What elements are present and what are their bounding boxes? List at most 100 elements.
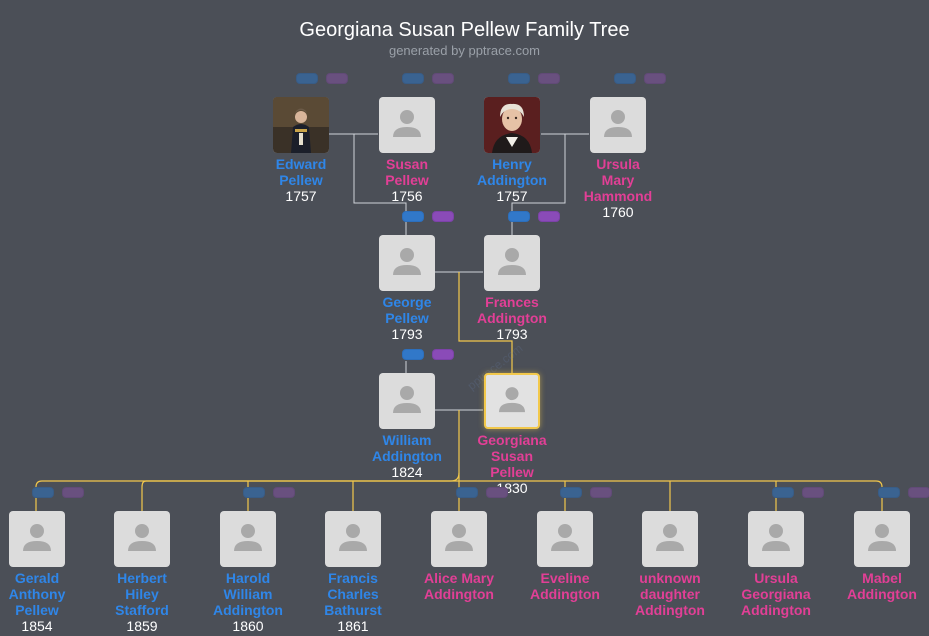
expand-mother-toggle[interactable]: [802, 487, 824, 498]
person-name-line: Addington: [372, 448, 442, 464]
person-name-line: Georgiana: [477, 432, 547, 448]
person-photo[interactable]: [854, 511, 910, 567]
person-name-line: Addington: [424, 586, 494, 602]
person-birth-year: 1793: [496, 326, 528, 342]
expand-father-toggle[interactable]: [508, 73, 530, 84]
person-name-line: Hiley: [125, 586, 159, 602]
person-silhouette-icon: [393, 110, 421, 137]
expand-mother-toggle[interactable]: [62, 487, 84, 498]
expand-mother-toggle[interactable]: [432, 73, 454, 84]
person-name-line: Addington: [477, 310, 547, 326]
expand-father-toggle[interactable]: [243, 487, 265, 498]
person-photo[interactable]: [273, 97, 329, 153]
expand-father-toggle[interactable]: [878, 487, 900, 498]
person-photo[interactable]: [484, 235, 540, 291]
person-photo[interactable]: [590, 97, 646, 153]
person-photo[interactable]: [484, 97, 540, 153]
person-birth-year: 1760: [602, 204, 634, 220]
person-silhouette-icon: [604, 110, 632, 137]
person-name-line: Addington: [741, 602, 811, 618]
person-photo[interactable]: [220, 511, 276, 567]
person-silhouette-icon: [339, 524, 367, 551]
expand-mother-toggle[interactable]: [432, 349, 454, 360]
person-name-line: Ursula: [754, 570, 798, 586]
expand-father-toggle[interactable]: [508, 211, 530, 222]
person-name-line: Frances: [485, 294, 539, 310]
expand-mother-toggle[interactable]: [908, 487, 929, 498]
person-photo[interactable]: [9, 511, 65, 567]
expand-father-toggle[interactable]: [296, 73, 318, 84]
person-silhouette-icon: [656, 524, 684, 551]
expand-mother-toggle[interactable]: [538, 73, 560, 84]
expand-mother-toggle[interactable]: [432, 211, 454, 222]
expand-father-toggle[interactable]: [456, 487, 478, 498]
person-birth-year: 1860: [232, 618, 264, 634]
person-name-line: Ursula: [596, 156, 640, 172]
portrait-naval-officer-icon: [273, 97, 329, 153]
person-photo[interactable]: [748, 511, 804, 567]
person-photo[interactable]: [379, 373, 435, 429]
expand-father-toggle[interactable]: [402, 73, 424, 84]
person-photo[interactable]: [379, 97, 435, 153]
expand-mother-toggle[interactable]: [326, 73, 348, 84]
person-silhouette-icon: [868, 524, 896, 551]
person-birth-year: 1793: [391, 326, 423, 342]
person-name-line: Pellew: [15, 602, 59, 618]
person-photo[interactable]: [114, 511, 170, 567]
person-silhouette-icon: [393, 248, 421, 275]
expand-father-toggle[interactable]: [772, 487, 794, 498]
person-photo[interactable]: [537, 511, 593, 567]
page-subtitle: generated by pptrace.com: [388, 43, 541, 58]
person-name-line: Harold: [225, 570, 271, 586]
expand-mother-toggle[interactable]: [538, 211, 560, 222]
person-silhouette-icon: [23, 524, 51, 551]
person-name-line: Addington: [530, 586, 600, 602]
person-name-line: Mabel: [862, 570, 902, 586]
person-birth-year: 1757: [496, 188, 528, 204]
expand-mother-toggle[interactable]: [273, 487, 295, 498]
person-name-line: Susan: [385, 156, 428, 172]
person-name-line: Charles: [327, 586, 379, 602]
person-name-line: Alice Mary: [423, 570, 495, 586]
person-name-line: unknown: [639, 570, 701, 586]
person-birth-year: 1824: [391, 464, 423, 480]
expand-father-toggle[interactable]: [402, 349, 424, 360]
person-name-line: Addington: [847, 586, 917, 602]
expand-mother-toggle[interactable]: [590, 487, 612, 498]
expand-father-toggle[interactable]: [32, 487, 54, 498]
person-photo[interactable]: [431, 511, 487, 567]
person-photo[interactable]: [484, 373, 540, 429]
expand-father-toggle[interactable]: [560, 487, 582, 498]
expand-mother-toggle[interactable]: [644, 73, 666, 84]
person-silhouette-icon: [499, 387, 525, 413]
expand-father-toggle[interactable]: [614, 73, 636, 84]
person-name-line: William: [223, 586, 273, 602]
person-name-line: William: [382, 432, 432, 448]
person-name-line: Pellew: [279, 172, 323, 188]
person-photo[interactable]: [642, 511, 698, 567]
person-photo[interactable]: [325, 511, 381, 567]
person-photo[interactable]: [379, 235, 435, 291]
expand-father-toggle[interactable]: [402, 211, 424, 222]
expand-mother-toggle[interactable]: [486, 487, 508, 498]
person-silhouette-icon: [551, 524, 579, 551]
connector-line: [458, 272, 513, 373]
